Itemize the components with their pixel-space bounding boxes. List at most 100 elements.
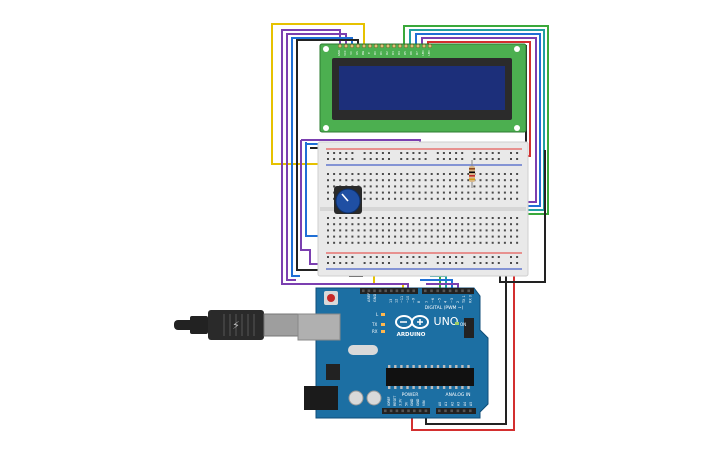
breadboard-hole[interactable] <box>503 241 506 244</box>
breadboard-hole[interactable] <box>369 179 372 182</box>
breadboard-hole[interactable] <box>461 262 464 264</box>
breadboard-hole[interactable] <box>510 179 512 182</box>
breadboard-hole[interactable] <box>388 229 390 232</box>
header-pin[interactable] <box>444 409 447 413</box>
breadboard-hole[interactable] <box>375 241 378 244</box>
breadboard-hole[interactable] <box>510 191 512 194</box>
breadboard-hole[interactable] <box>394 229 397 232</box>
breadboard-hole[interactable] <box>491 179 494 182</box>
breadboard-hole[interactable] <box>461 158 464 160</box>
header-pin[interactable] <box>389 409 393 413</box>
breadboard-hole[interactable] <box>339 179 342 182</box>
breadboard-hole[interactable] <box>418 256 421 258</box>
breadboard-hole[interactable] <box>375 229 378 232</box>
breadboard-hole[interactable] <box>497 152 500 154</box>
breadboard-hole[interactable] <box>461 241 464 244</box>
breadboard-hole[interactable] <box>406 256 409 258</box>
breadboard-hole[interactable] <box>388 185 390 188</box>
breadboard-hole[interactable] <box>363 241 366 244</box>
lcd-pin[interactable] <box>427 43 433 49</box>
breadboard-hole[interactable] <box>473 262 476 264</box>
breadboard-hole[interactable] <box>363 229 366 232</box>
breadboard-hole[interactable] <box>369 223 372 226</box>
breadboard-hole[interactable] <box>503 185 506 188</box>
breadboard-hole[interactable] <box>455 241 458 244</box>
breadboard-hole[interactable] <box>473 256 476 258</box>
breadboard-hole[interactable] <box>516 173 519 175</box>
breadboard-hole[interactable] <box>442 262 445 264</box>
breadboard-hole[interactable] <box>467 173 470 175</box>
breadboard-hole[interactable] <box>436 173 439 175</box>
breadboard-hole[interactable] <box>381 235 384 238</box>
lcd-pin[interactable] <box>337 43 343 49</box>
breadboard-hole[interactable] <box>375 235 378 238</box>
wire-purple-1[interactable] <box>281 29 409 290</box>
header-pin[interactable] <box>448 289 452 293</box>
breadboard-hole[interactable] <box>516 158 519 160</box>
breadboard-hole[interactable] <box>424 262 427 264</box>
breadboard-hole[interactable] <box>400 223 403 226</box>
breadboard-hole[interactable] <box>467 241 470 244</box>
breadboard-hole[interactable] <box>503 173 506 175</box>
breadboard-hole[interactable] <box>473 241 476 244</box>
breadboard-hole[interactable] <box>436 223 439 226</box>
breadboard-hole[interactable] <box>345 152 348 154</box>
breadboard-hole[interactable] <box>394 235 397 238</box>
breadboard-hole[interactable] <box>485 241 488 244</box>
breadboard-hole[interactable] <box>333 241 336 244</box>
breadboard-hole[interactable] <box>394 185 397 188</box>
breadboard-hole[interactable] <box>357 217 360 219</box>
breadboard-hole[interactable] <box>442 235 445 238</box>
breadboard-hole[interactable] <box>473 158 476 160</box>
breadboard-hole[interactable] <box>430 191 433 194</box>
breadboard-hole[interactable] <box>345 158 348 160</box>
breadboard-hole[interactable] <box>449 241 451 244</box>
breadboard-hole[interactable] <box>491 235 494 238</box>
breadboard-hole[interactable] <box>424 229 427 232</box>
breadboard-hole[interactable] <box>510 173 512 175</box>
breadboard-hole[interactable] <box>351 256 354 258</box>
lcd-pin[interactable] <box>385 43 391 49</box>
breadboard-hole[interactable] <box>497 158 500 160</box>
breadboard-hole[interactable] <box>461 152 464 154</box>
breadboard-hole[interactable] <box>363 173 366 175</box>
breadboard-hole[interactable] <box>497 241 500 244</box>
breadboard-hole[interactable] <box>327 191 329 194</box>
breadboard-hole[interactable] <box>406 197 409 200</box>
header-pin[interactable] <box>384 289 387 293</box>
breadboard-hole[interactable] <box>467 179 470 182</box>
breadboard-hole[interactable] <box>455 197 458 200</box>
breadboard-hole[interactable] <box>473 185 476 188</box>
breadboard-hole[interactable] <box>345 262 348 264</box>
breadboard-hole[interactable] <box>406 158 409 160</box>
breadboard-hole[interactable] <box>327 197 329 200</box>
lcd-pin[interactable] <box>367 43 373 49</box>
breadboard-hole[interactable] <box>345 217 348 219</box>
breadboard-hole[interactable] <box>503 179 506 182</box>
breadboard-hole[interactable] <box>430 241 433 244</box>
breadboard-hole[interactable] <box>461 197 464 200</box>
breadboard-hole[interactable] <box>333 179 336 182</box>
breadboard-hole[interactable] <box>357 173 360 175</box>
breadboard-hole[interactable] <box>449 179 451 182</box>
header-pin[interactable] <box>430 289 433 293</box>
breadboard-hole[interactable] <box>424 197 427 200</box>
breadboard-hole[interactable] <box>424 217 427 219</box>
breadboard-hole[interactable] <box>406 173 409 175</box>
breadboard-hole[interactable] <box>516 223 519 226</box>
breadboard-hole[interactable] <box>381 262 384 264</box>
breadboard-hole[interactable] <box>381 191 384 194</box>
breadboard-hole[interactable] <box>412 256 415 258</box>
breadboard-hole[interactable] <box>455 262 458 264</box>
breadboard-hole[interactable] <box>381 173 384 175</box>
breadboard-hole[interactable] <box>436 191 439 194</box>
breadboard-hole[interactable] <box>503 217 506 219</box>
breadboard-hole[interactable] <box>406 241 409 244</box>
breadboard-hole[interactable] <box>424 173 427 175</box>
breadboard-hole[interactable] <box>333 152 336 154</box>
breadboard-hole[interactable] <box>479 152 482 154</box>
breadboard-hole[interactable] <box>436 217 439 219</box>
breadboard-hole[interactable] <box>467 185 470 188</box>
breadboard-hole[interactable] <box>510 256 512 258</box>
breadboard-hole[interactable] <box>375 179 378 182</box>
